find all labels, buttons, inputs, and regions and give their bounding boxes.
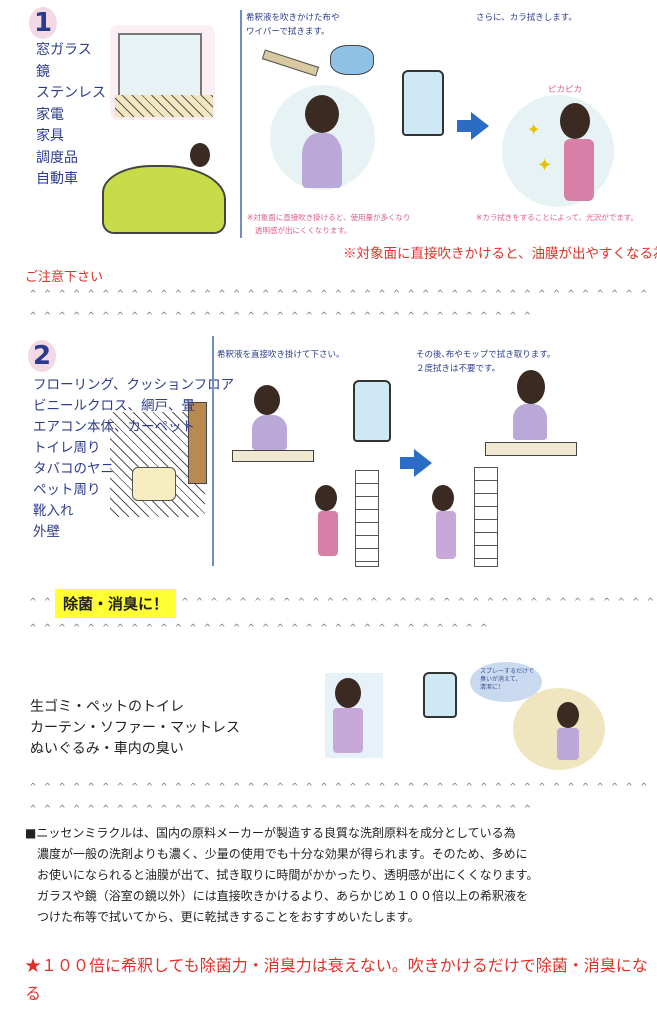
wall-illustration bbox=[355, 470, 379, 567]
caret-divider: ^ ^ ^ ^ ^ ^ ^ ^ ^ ^ ^ ^ ^ ^ ^ ^ ^ ^ ^ ^ … bbox=[182, 597, 654, 608]
step-number-badge: 1 bbox=[29, 7, 57, 39]
sponge-illustration bbox=[330, 45, 374, 75]
note-dry-wipe: ※カラ拭きをすることによって、光沢がでます。 bbox=[476, 213, 639, 222]
note-line: 透明感が出にくくなります。 bbox=[255, 226, 352, 235]
step1-caption: 希釈液を直接吹き掛けて下さい。 bbox=[217, 350, 345, 360]
person-illustration bbox=[315, 485, 337, 511]
section-label: 除菌・消臭に！ bbox=[55, 589, 177, 618]
step2-caption: その後､布やモップで拭き取ります。 ２度拭きは不要です。 bbox=[416, 348, 555, 376]
caret-divider: ^ ^ ^ ^ ^ ^ ^ ^ ^ ^ ^ ^ ^ ^ ^ ^ ^ ^ ^ ^ … bbox=[30, 782, 647, 793]
spray-person-illustration bbox=[325, 673, 383, 758]
note-direct-spray: ※対象面に直接吹き掛けると、使用量が多くなり透明感が出にくくなります。 bbox=[247, 211, 410, 237]
caption-line: 希釈液を吹きかけた布や bbox=[246, 13, 340, 23]
dry-wipe-illustration: ✦ ✦ bbox=[502, 95, 614, 207]
description-line: お使いになられると油膜が出て、拭き取りに時間がかかったり、透明感が出にくくなりま… bbox=[37, 868, 539, 882]
bubble-line: 清潔に！ bbox=[480, 684, 505, 691]
person-illustration bbox=[318, 511, 338, 556]
caption-line: ワイパーで拭きます。 bbox=[246, 27, 330, 37]
list-item: ステンレス bbox=[36, 85, 106, 101]
step1-caption: 希釈液を吹きかけた布やワイパーで拭きます。 bbox=[246, 11, 340, 39]
note-line: ※対象面に直接吹き掛けると、使用量が多くなり bbox=[247, 213, 411, 222]
floor-wipe-illustration bbox=[485, 370, 577, 456]
caption-line: ２度拭きは不要です。 bbox=[416, 364, 501, 374]
person-illustration bbox=[432, 485, 454, 511]
description-line: ■ニッセンミラクルは、国内の原料メーカーが製造する良質な洗剤原料を成分としている… bbox=[25, 826, 516, 840]
description-line: つけた布等で拭いてから、更に乾拭きすることをおすすめいたします。 bbox=[37, 910, 420, 924]
list-item: 生ゴミ・ペットのトイレ bbox=[30, 699, 184, 715]
warning-text-2: ご注意下さい bbox=[25, 270, 104, 285]
list-item: ペット周り bbox=[33, 482, 101, 498]
caption-line: その後､布やモップで拭き取ります。 bbox=[416, 350, 556, 360]
caret-divider: ^ ^ ^ ^ ^ ^ ^ ^ ^ ^ ^ ^ ^ ^ ^ ^ ^ ^ ^ ^ … bbox=[30, 623, 487, 634]
caret-divider: ^ ^ ^ ^ ^ ^ ^ ^ ^ ^ ^ ^ ^ ^ ^ ^ ^ ^ ^ ^ … bbox=[30, 289, 647, 300]
caret-divider: ^ ^ ^ ^ ^ ^ ^ ^ ^ ^ ^ ^ ^ ^ ^ ^ ^ ^ ^ ^ … bbox=[30, 804, 531, 815]
surface-list-1: 窓ガラス 鏡 ステンレス 家電 家具 調度品 自動車 bbox=[36, 40, 106, 191]
arrow-right-icon bbox=[457, 112, 489, 140]
list-item: 窓ガラス bbox=[36, 42, 92, 58]
shine-label: ピカピカ bbox=[548, 85, 583, 95]
surface-list-2: フローリング、クッションフロア ビニールクロス、網戸、畳 エアコン本体、カーペッ… bbox=[33, 375, 234, 543]
highlight-text: ★１００倍に希釈しても除菌力・消臭力は衰えない。吹きかけるだけで除菌・消臭になる bbox=[25, 956, 648, 1003]
spray-bottle-illustration bbox=[353, 380, 391, 442]
list-item: トイレ周り bbox=[33, 440, 101, 456]
spray-bottle-illustration bbox=[423, 672, 457, 718]
person-illustration bbox=[436, 511, 456, 559]
bubble-line: スプレーするだけで bbox=[480, 668, 535, 675]
car-illustration bbox=[102, 165, 226, 234]
list-item: 靴入れ bbox=[33, 503, 74, 519]
list-item: 鏡 bbox=[36, 63, 50, 80]
caret-divider: ^ ^ bbox=[30, 597, 51, 608]
floor-spray-illustration bbox=[232, 385, 314, 462]
list-item: 外壁 bbox=[33, 524, 60, 540]
spray-bottle-illustration bbox=[402, 70, 444, 136]
warning-text: ※対象面に直接吹きかけると、油膜が出やすくなる為 bbox=[343, 246, 657, 262]
list-item: 調度品 bbox=[36, 149, 78, 166]
list-item: タバコのヤニ bbox=[33, 461, 114, 477]
speech-bubble: スプレーするだけで 臭いが消えて、 清潔に！ bbox=[470, 662, 542, 702]
person-illustration bbox=[190, 143, 210, 167]
window-illustration bbox=[110, 25, 215, 120]
list-item: フローリング、クッションフロア bbox=[33, 377, 235, 393]
list-item: 家電 bbox=[36, 106, 64, 123]
list-item: 家具 bbox=[36, 128, 64, 144]
list-item: ビニールクロス、網戸、畳 bbox=[33, 398, 195, 414]
divider bbox=[212, 336, 214, 566]
description: ■ニッセンミラクルは、国内の原料メーカーが製造する良質な洗剤原料を成分としている… bbox=[25, 823, 538, 928]
list-item: 自動車 bbox=[36, 171, 78, 187]
list-item: カーテン・ソファー・マットレス bbox=[30, 720, 240, 736]
arrow-right-icon bbox=[400, 449, 432, 477]
description-line: 濃度が一般の洗剤よりも濃く、少量の使用でも十分な効果が得られます。そのため、多め… bbox=[37, 847, 528, 861]
caret-divider: ^ ^ ^ ^ ^ ^ ^ ^ ^ ^ ^ ^ ^ ^ ^ ^ ^ ^ ^ ^ … bbox=[30, 311, 531, 322]
deodorize-list: 生ゴミ・ペットのトイレ カーテン・ソファー・マットレス ぬいぐるみ・車内の臭い bbox=[30, 697, 240, 760]
wiper-illustration bbox=[261, 49, 320, 77]
wall-illustration bbox=[474, 467, 498, 567]
divider bbox=[240, 10, 242, 238]
wiping-illustration bbox=[270, 85, 375, 190]
step2-caption: さらに、カラ拭きします。 bbox=[476, 13, 577, 23]
bubble-line: 臭いが消えて、 bbox=[480, 676, 522, 683]
room-illustration bbox=[110, 402, 207, 517]
description-line: ガラスや鏡（浴室の鏡以外）には直接吹きかけるより、あらかじめ１００倍以上の希釈液… bbox=[37, 889, 529, 903]
list-item: ぬいぐるみ・車内の臭い bbox=[30, 741, 184, 757]
list-item: エアコン本体、カーペット bbox=[33, 419, 195, 435]
car-interior-illustration bbox=[513, 688, 605, 770]
step-number-badge: 2 bbox=[28, 340, 56, 372]
